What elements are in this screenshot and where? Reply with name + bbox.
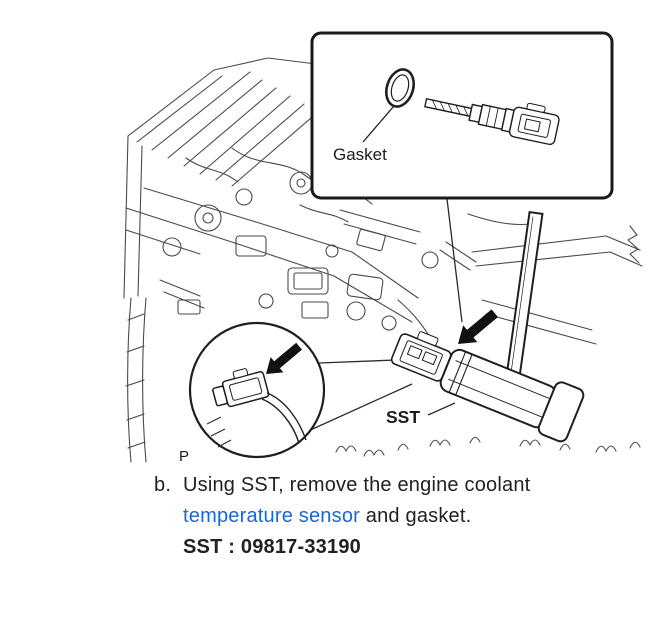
hatch-marks	[206, 416, 232, 448]
instruction-line-1: Using SST, remove the engine coolant	[183, 470, 530, 501]
gasket-ring	[385, 68, 415, 108]
callout-box: Gasket	[310, 31, 614, 200]
right-break-line	[627, 225, 640, 264]
gasket-leader-line	[362, 105, 395, 143]
connector-wire	[261, 392, 307, 444]
instruction-body: Using SST, remove the engine coolant tem…	[183, 470, 530, 563]
socket-elbow	[537, 381, 585, 443]
instruction-line-1-text: Using SST, remove the engine coolant	[183, 474, 531, 496]
sst-label: SST	[386, 407, 420, 427]
instruction-line-2: temperature sensor and gasket.	[183, 501, 530, 532]
step-letter: b.	[154, 474, 172, 496]
socket-barrel	[439, 348, 557, 429]
after-link-text: and gasket.	[360, 505, 472, 527]
sensor-hex	[477, 103, 507, 131]
sst-socket	[390, 331, 585, 443]
sst-leader-line	[427, 402, 456, 416]
sst-number-line: SST : 09817-33190	[183, 536, 361, 558]
callout-box-outline	[310, 31, 614, 200]
p-label: P	[179, 448, 189, 465]
box-pointer-line	[446, 198, 463, 323]
gasket-label: Gasket	[333, 145, 387, 164]
coolant-temp-sensor-drawing	[424, 98, 560, 146]
engine-edge	[127, 57, 333, 137]
magnifier-circle	[188, 321, 326, 459]
bold-arrow-connector	[266, 342, 302, 374]
bold-arrow-sensor	[458, 309, 498, 344]
instruction-text: b. Using SST, remove the engine coolant …	[154, 470, 530, 563]
left-hose	[127, 297, 132, 463]
temperature-sensor-link[interactable]: temperature sensor	[183, 505, 361, 527]
connector-detail	[212, 368, 270, 408]
zoom-wedge-lines	[305, 359, 413, 433]
